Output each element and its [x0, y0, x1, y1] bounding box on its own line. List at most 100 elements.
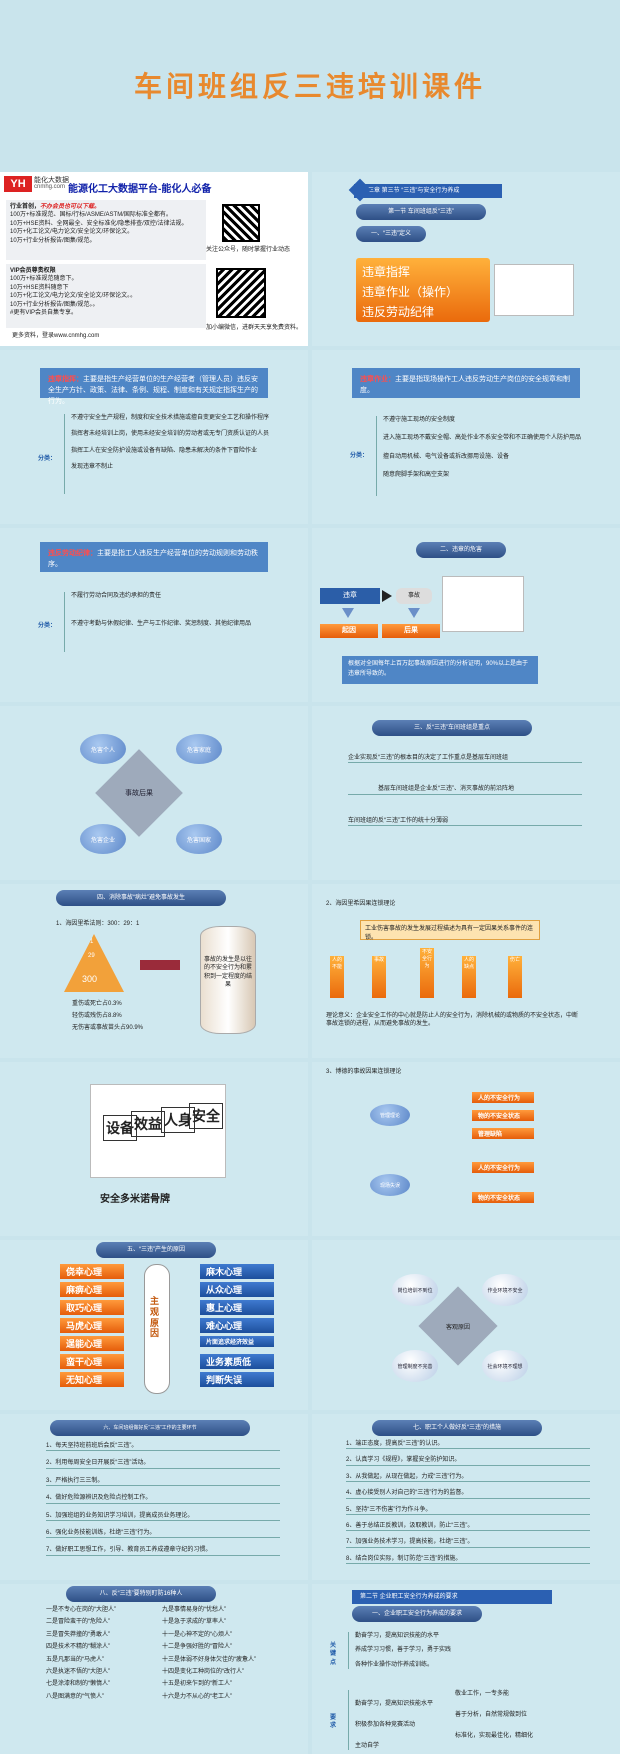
personal-steps-list: 1、端正态度，提高反“三违”的认识。 2、认真学习《规程》，掌握安全防护知识。 … — [340, 1440, 590, 1565]
chapter-header: 第三章 第三节 “三违”与安全行为养成 — [354, 184, 502, 198]
industry-item: 10万+行业分析报告/图集/规范。 — [10, 237, 96, 244]
vip-box: VIP会员尊贵权限 100万+标准规范随意下。 10万+HSE资料随意下 10万… — [6, 264, 206, 328]
list-item: 标准化，实现最佳化，精细化 — [455, 1732, 534, 1739]
industry-item: 100万+标准规范、国标/行标/ASME/ASTM/国际标准全都有。 — [10, 212, 172, 219]
discipline-text: 主要是指工人违反生产经营单位的劳动规则和劳动秩序。 — [48, 550, 258, 569]
requirement-list: 敬业工作，一专多能 勤奋学习，提高知识技能水平 善于分析，自然常规做到位 积极参… — [348, 1690, 588, 1751]
flow-cause: 起因 — [320, 624, 378, 638]
objective-label: 客观原因 — [445, 1325, 470, 1331]
bird-right: 物的不安全状态 — [472, 1192, 534, 1203]
right-arrow-icon — [140, 960, 180, 970]
list-item: 擅自动用机械、电气设备或拆改挪用设施、设备 — [383, 453, 510, 460]
subjective-box — [144, 1264, 170, 1394]
category-label: 分类： — [38, 456, 57, 462]
vip-more: #更有VIP会员自集专享。 — [10, 309, 78, 316]
harm-cartoon — [442, 576, 524, 632]
industry-tag: 不办会员也可以下载。 — [40, 204, 101, 210]
harm-pill: 二、违章的危害 — [416, 542, 506, 558]
command-text: 主要是指生产经营单位的生产经营者（管理人员）违反安全生产方针、政策、法律、条例、… — [48, 376, 258, 406]
domino-image: 设备 效益 人身 安全 — [90, 1084, 226, 1178]
bird-left: 现场失误 — [370, 1174, 410, 1196]
domino-word: 安全 — [189, 1103, 223, 1129]
list-item: 十二是争强好胜的“冒险人” — [162, 1644, 232, 1651]
chain-banner: 工业伤害事故的发生发展过程描述为具有一定因果关系事件的连锁。 — [360, 920, 540, 941]
list-item: 4、做好危险源辨识及危险点控制工作。 — [46, 1494, 280, 1504]
pyramid-bottom: 300 — [82, 974, 98, 984]
cause-right: 麻木心理 — [200, 1264, 274, 1279]
list-item: 勤奋学习，提高知识技能的水平 — [355, 1633, 440, 1639]
discipline-label: 违反劳动纪律： — [48, 550, 97, 557]
list-item: 进入施工现场不戴安全帽、高处作业不系安全带和不正确使用个人防护用品 — [383, 435, 582, 442]
harm-country: 危害国家 — [176, 824, 222, 854]
list-item: 十是急于求成的“草率人” — [162, 1619, 226, 1626]
chain-bar: 事故 — [372, 956, 386, 998]
register-text[interactable]: 更多资料，登录www.cnmhg.com — [12, 333, 100, 339]
vip-item: 10万+行业分析报告/图集/规范。。 — [10, 301, 99, 308]
flow-accident: 事故 — [396, 588, 432, 604]
harm-note: 根据对全国每年上百万起事故原因进行的分析证明，90%以上是由于违章所导致的。 — [342, 656, 538, 684]
list-item: 养成学习习惯，善于学习，勇于实践 — [355, 1647, 452, 1654]
list-item: 3、从我做起，从现在做起，力戒“三违”行为。 — [346, 1473, 590, 1483]
cause-left: 麻痹心理 — [60, 1282, 124, 1297]
category-label: 分类： — [38, 623, 57, 629]
domino-word: 效益 — [131, 1111, 165, 1137]
slide-requirements: 第二节 企业职工安全行为养成的要求 一、企业职工安全行为养成的要求 关键点 勤奋… — [312, 1584, 620, 1754]
vip-title: VIP会员尊贵权限 — [10, 268, 56, 274]
list-item: 不遵守考勤与休假纪律、生产与工作纪律、奖惩制度、其他纪律用品 — [71, 621, 252, 628]
list-item: 勤奋学习，提高知识技能水平 — [355, 1701, 434, 1708]
list-item: 主动自学 — [355, 1742, 380, 1749]
discipline-header: 违反劳动纪律：主要是指工人违反生产经营单位的劳动规则和劳动秩序。 — [40, 542, 268, 572]
command-header: 违章指挥：主要是指生产经营单位的生产经营者（管理人员）违反安全生产方针、政策、法… — [40, 368, 268, 405]
subjective-label: 主观原因 — [150, 1296, 160, 1339]
slide-bird: 3、博德的事故因果连锁理论 管理理论 现场失误 人的不安全行为 物的不安全状态 … — [312, 1062, 620, 1236]
list-item: 企业实现反“三违”的根本目的决定了工作重点是基层车间班组 — [348, 754, 582, 764]
sixteen-left: 一是不专心在岗的“大胆人” 二是冒险蛮干的“危险人” 三是冒失莽撞的“勇敢人” … — [46, 1606, 156, 1701]
qr-code-1 — [222, 204, 260, 242]
objective-corner: 岗位培训不到位 — [392, 1274, 438, 1306]
list-item: 积极参加各种竞赛活动 — [355, 1722, 416, 1729]
focus-pill: 三、反“三违”车间班组是重点 — [372, 720, 532, 736]
down-arrow-icon — [342, 608, 354, 618]
bird-right: 管理缺陷 — [472, 1128, 534, 1139]
slide-team-steps: 六、车间班组做好反“三违”工作的主要环节 1、每天坚持班前班后会反“三违”。 2… — [0, 1414, 308, 1580]
command-label: 违章指挥： — [48, 376, 83, 383]
chain-theory: 理论意义：企业安全工作的中心就是防止人的安全行为，消除机械的或物质的不安全状态，… — [326, 1013, 579, 1028]
vip-item: 10万+化工论文/电力论文/安全论文/环保论文。。 — [10, 293, 137, 300]
industry-item: 10万+HSE资料、全网最全、安全标准化/隐患排查/双控/法律法规。 — [10, 220, 188, 227]
key-label: 关键点 — [330, 1643, 337, 1666]
cause-right: 判断失误 — [200, 1372, 274, 1387]
slide-sixteen: 八、反“三违”要特别盯防16种人 一是不专心在岗的“大胆人” 二是冒险蛮干的“危… — [0, 1584, 308, 1754]
team-steps-pill: 六、车间班组做好反“三违”工作的主要环节 — [50, 1420, 250, 1436]
bird-right: 人的不安全行为 — [472, 1162, 534, 1173]
list-item: 5、加强班组的业务知识学习培训，提高成员业务理论。 — [46, 1512, 280, 1521]
cartoon-image — [494, 264, 574, 316]
list-item: 2、认真学习《规程》，掌握安全防护知识。 — [346, 1456, 590, 1466]
list-item: 十三是体弱不好身体欠佳的“疲惫人” — [162, 1656, 256, 1663]
list-item: 善于分析，自然常规做到位 — [455, 1711, 528, 1718]
flow-violation: 违章 — [320, 588, 380, 604]
domino-word: 人身 — [161, 1107, 195, 1133]
slide-command: 违章指挥：主要是指生产经营单位的生产经营者（管理人员）违反安全生产方针、政策、法… — [0, 350, 308, 524]
requirements-header: 第二节 企业职工安全行为养成的要求 — [352, 1590, 552, 1604]
list-item: 三是冒失莽撞的“勇敢人” — [46, 1631, 110, 1638]
list-item: 六是执迷不悟的“大胆人” — [46, 1668, 110, 1675]
focus-list: 企业实现反“三违”的根本目的决定了工作重点是基层车间班组 基层车间班组是企业反“… — [342, 754, 582, 827]
pyramid-middle: 29 — [88, 953, 95, 959]
cause-right: 业务素质低 — [200, 1354, 274, 1369]
list-item: 十四是变化工种岗位的“改行人” — [162, 1668, 244, 1675]
list-item: 不遵守施工现场的安全制度 — [383, 417, 456, 423]
slide-chain: 2、海因里希因果连锁理论 工业伤害事故的发生发展过程描述为具有一定因果关系事件的… — [312, 884, 620, 1058]
bird-right: 物的不安全状态 — [472, 1110, 534, 1121]
violation-item: 违章作业（操作） — [362, 285, 459, 299]
slide-discipline: 违反劳动纪律：主要是指工人违反生产经营单位的劳动规则和劳动秩序。 分类： 不履行… — [0, 528, 308, 702]
cause-left: 逞能心理 — [60, 1336, 124, 1351]
key-list: 勤奋学习，提高知识技能的水平 养成学习习惯，善于学习，勇于实践 各种作业操作动作… — [348, 1632, 588, 1670]
flow-result: 后果 — [382, 624, 440, 638]
chain-bar: 人的缺点 — [462, 956, 476, 998]
violation-item: 违章指挥 — [362, 265, 411, 279]
list-item: 指挥工人在安全防护设施或设备有缺陷、隐患未解决的条件下冒险作业 — [71, 447, 258, 454]
list-item: 十五是初来乍到的“新工人” — [162, 1681, 232, 1688]
list-item: 基层车间班组是企业反“三违”、消灭事故的前沿阵地 — [348, 785, 582, 795]
list-item: 车间班组的反“三违”工作的统十分薄弱 — [348, 817, 582, 827]
list-item: 九是事情易身的“忧愁人” — [162, 1607, 226, 1613]
